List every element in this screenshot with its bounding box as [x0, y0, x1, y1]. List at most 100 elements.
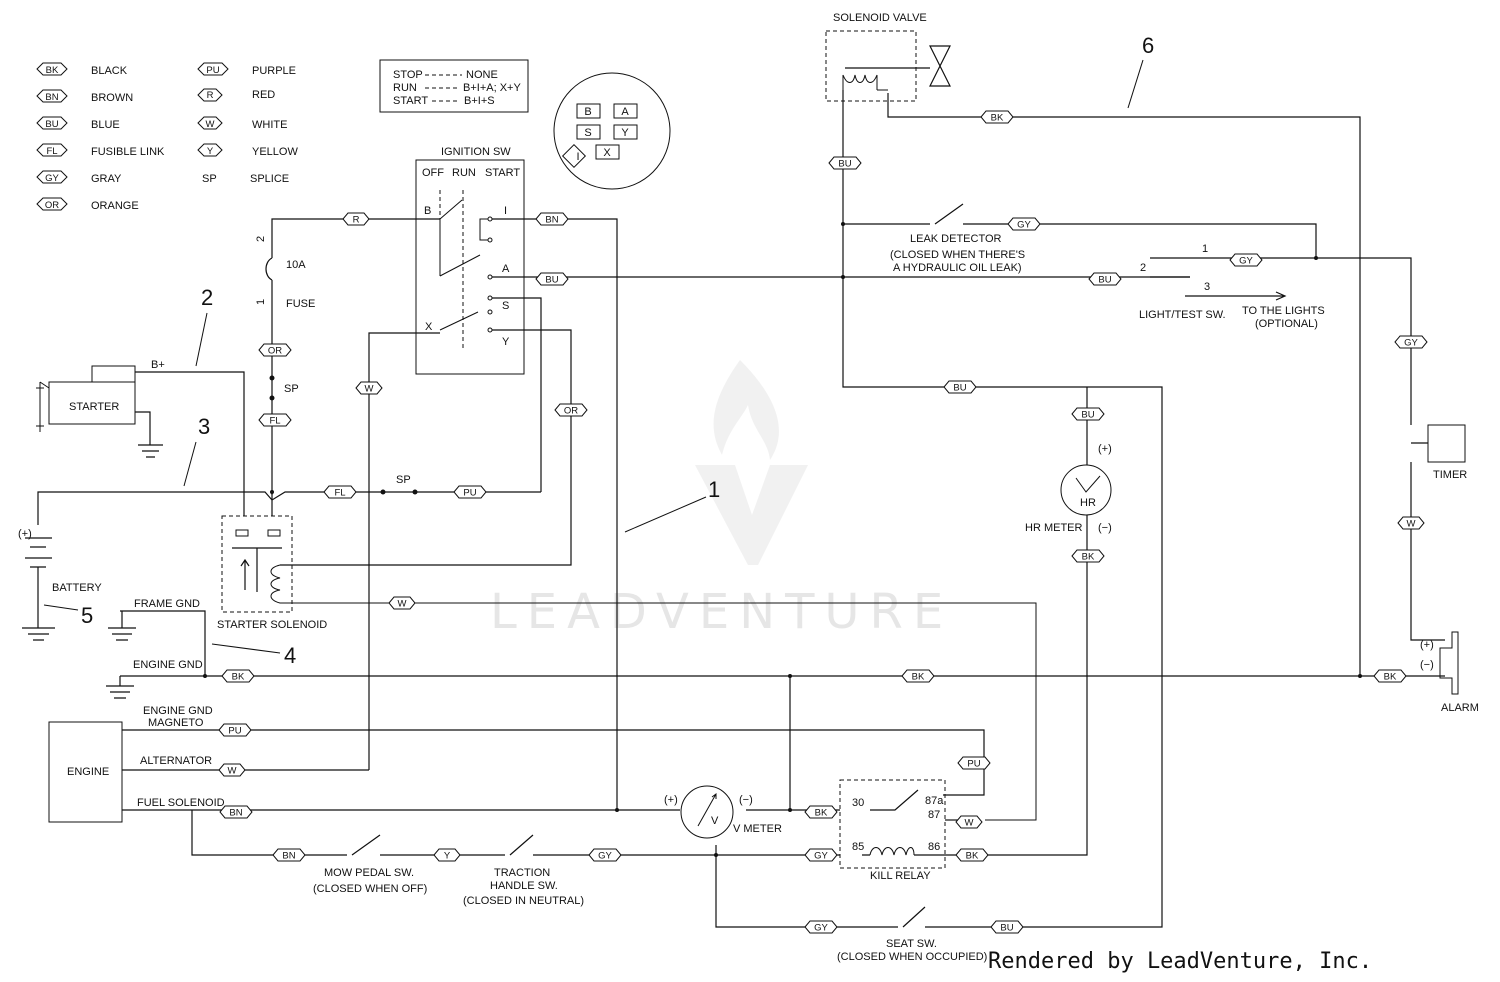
solenoid-valve-label: SOLENOID VALVE [833, 12, 927, 24]
alternator-label: ALTERNATOR [140, 755, 212, 767]
mow-pedal-label-2: (CLOSED WHEN OFF) [313, 883, 427, 895]
wire-tag-label: BK [815, 808, 828, 819]
legend-tag-bn: BN [45, 92, 58, 103]
legend-name-w: WHITE [252, 119, 287, 131]
traction-label-2: HANDLE SW. [490, 880, 558, 892]
starter-solenoid-label: STARTER SOLENOID [217, 619, 327, 631]
wire-tag-bu: BU [1071, 407, 1105, 421]
wire-tag-label: BU [1098, 275, 1111, 286]
wire-tag-fl: FL [323, 485, 357, 499]
ignition-switch: IGNITION SW OFF RUN START B I A S X Y [415, 146, 525, 375]
wire-tag-fl: FL [258, 413, 292, 427]
relay-85-label: 85 [852, 841, 864, 853]
wire-tag-or: OR [554, 403, 588, 417]
fuse-pin2-label: 2 [255, 236, 267, 242]
starter-label: STARTER [69, 401, 119, 413]
traction-label-1: TRACTION [494, 867, 550, 879]
seat-sw-label-1: SEAT SW. [886, 938, 937, 950]
wire-tag-label: BK [1384, 672, 1397, 683]
wire-tag-bk: BK [955, 848, 989, 862]
callout-4: 4 [284, 643, 296, 668]
wire-tag-label: PU [463, 488, 476, 499]
wire-tag-label: W [365, 384, 374, 395]
legend-name-bk: BLACK [91, 65, 128, 77]
wire-tag-gy: GY [804, 848, 838, 862]
ign-start-label: START [485, 167, 520, 179]
wire-tag-label: FL [269, 416, 280, 427]
leak-detector-label-2: (CLOSED WHEN THERE'S [890, 249, 1025, 261]
legend-tag-or: OR [45, 200, 59, 211]
leak-detector-label-1: LEAK DETECTOR [910, 233, 1002, 245]
wire-tag-pu: PU [218, 723, 252, 737]
callout-1: 1 [708, 477, 720, 502]
wire-tag-bn: BN [272, 848, 306, 862]
light-pos2-label: 2 [1140, 262, 1146, 274]
wire-tag-bk: BK [1071, 549, 1105, 563]
legend-tag-sp: SP [202, 173, 217, 185]
wire-tag-bu: BU [535, 272, 569, 286]
fuse-amp-label: 10A [286, 259, 306, 271]
wire-tag-label: BU [1000, 923, 1013, 934]
hr-meter-label: HR METER [1025, 522, 1083, 534]
legend-name-bu: BLUE [91, 119, 120, 131]
timer-label: TIMER [1433, 469, 1467, 481]
wire-tag-bu: BU [828, 156, 862, 170]
v-meter-label: V METER [733, 823, 782, 835]
alarm-label: ALARM [1441, 702, 1479, 714]
legend-tag-pu: PU [206, 65, 219, 76]
wire-tag-label: Y [444, 851, 451, 862]
wire-tag-gy: GY [1394, 335, 1428, 349]
callouts: 1 2 3 4 5 6 [43, 33, 1154, 668]
wire-tag-label: R [353, 215, 360, 226]
wire-tag-pu: PU [957, 756, 991, 770]
v-minus-label: (−) [739, 794, 753, 806]
wire-tag-label: GY [1404, 338, 1418, 349]
ignition-sw-label: IGNITION SW [441, 146, 511, 158]
frame-gnd-label: FRAME GND [134, 598, 200, 610]
wire-tag-bu: BU [990, 920, 1024, 934]
wire-tag-label: OR [268, 346, 282, 357]
wire-tag-bu: BU [943, 380, 977, 394]
engine-gnd-magneto-label-1: ENGINE GND [143, 705, 213, 717]
ign-pin-s: S [502, 300, 509, 312]
wire-tag-bk: BK [980, 110, 1014, 124]
wire-tag-gy: GY [588, 848, 622, 862]
traction-label-3: (CLOSED IN NEUTRAL) [463, 895, 584, 907]
legend-name-fl: FUSIBLE LINK [91, 146, 165, 158]
leak-detector-label-3: A HYDRAULIC OIL LEAK) [893, 262, 1022, 274]
wire-tag-label: BN [545, 215, 558, 226]
wire-tag-label: BK [912, 672, 925, 683]
color-legend: BK BLACK BN BROWN BU BLUE FL FUSIBLE LIN… [36, 62, 298, 212]
light-pos1-label: 1 [1202, 243, 1208, 255]
legend-name-r: RED [252, 89, 275, 101]
component-labels: 10A FUSE 2 1 SP SP B+ STARTER (+) BATTER… [18, 12, 1479, 963]
fuse-pin1-label: 1 [255, 299, 267, 305]
hr-plus-label: (+) [1098, 443, 1112, 455]
relay-87-label: 87 [928, 809, 940, 821]
v-plus-label: (+) [664, 794, 678, 806]
engine-gnd-magneto-label-2: MAGNETO [148, 717, 204, 729]
battery-plus-label: (+) [18, 528, 32, 540]
wire-tag-label: BK [991, 113, 1004, 124]
callout-6: 6 [1142, 33, 1154, 58]
engine-label: ENGINE [67, 766, 109, 778]
wire-tag-label: BK [1082, 552, 1095, 563]
pin-x: X [603, 147, 611, 159]
legend-name-or: ORANGE [91, 200, 139, 212]
wire-tag-label: FL [334, 488, 345, 499]
pin-i: I [576, 151, 579, 163]
legend-name-y: YELLOW [252, 146, 298, 158]
light-pos3-label: 3 [1204, 281, 1210, 293]
wire-tag-label: W [398, 599, 407, 610]
ign-off-label: OFF [422, 167, 444, 179]
seat-sw-label-2: (CLOSED WHEN OCCUPIED) [837, 951, 987, 963]
wire-tag-label: GY [814, 923, 828, 934]
kill-relay-label: KILL RELAY [870, 870, 931, 882]
v-meter-symbol: V [711, 815, 719, 827]
wire-tag-or: OR [258, 343, 292, 357]
light-test-label: LIGHT/TEST SW. [1139, 309, 1226, 321]
fuse-label: FUSE [286, 298, 315, 310]
callout-5: 5 [81, 603, 93, 628]
table-val-stop: NONE [466, 69, 498, 81]
